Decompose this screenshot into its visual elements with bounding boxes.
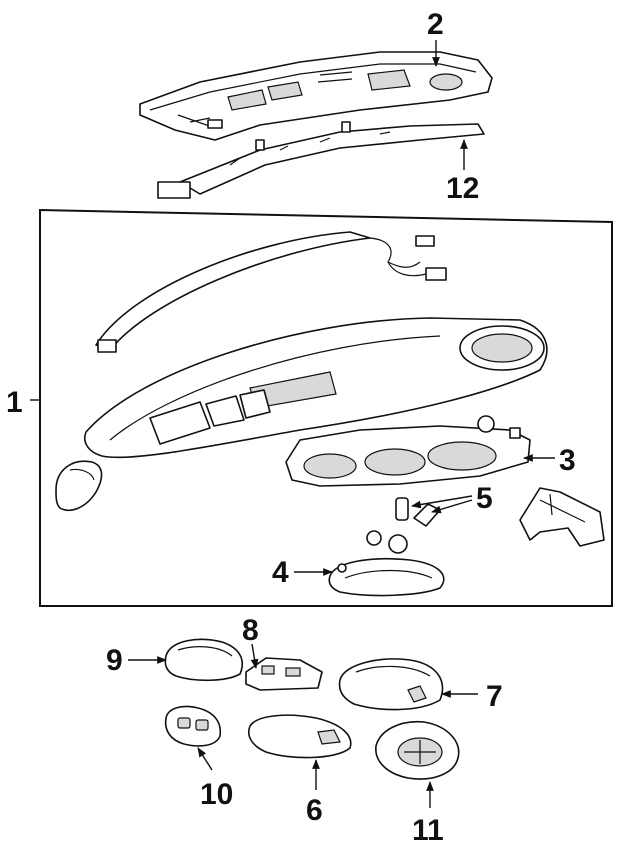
switch-strip-part-8: [245, 657, 323, 691]
callout-8: 8: [242, 614, 259, 647]
bulbs-part-5: [366, 497, 441, 554]
callout-10: 10: [200, 778, 233, 811]
wiring-harness-part-12: [157, 121, 485, 199]
lamp-lens-part-4: [328, 557, 445, 597]
switch-block-part-10: [164, 705, 222, 747]
leader-lines: [128, 40, 555, 808]
overhead-console-housing: [84, 317, 548, 459]
console-frame-part-3: [285, 415, 531, 487]
assembly-frame: [30, 208, 613, 607]
lens-part-6: [248, 714, 352, 759]
wire-loom: [95, 231, 447, 353]
callout-7: 7: [486, 680, 503, 713]
callout-9: 9: [106, 644, 123, 677]
callout-5: 5: [476, 482, 493, 515]
lamp-part-7: [338, 658, 444, 711]
callout-6: 6: [306, 794, 323, 827]
callout-1: 1: [6, 386, 23, 419]
mounting-bracket: [519, 487, 605, 547]
callout-3: 3: [559, 444, 576, 477]
reading-lamp-part-11: [375, 721, 460, 780]
callout-2: 2: [427, 8, 444, 41]
dome-lens-left: [55, 460, 103, 512]
callout-4: 4: [272, 556, 289, 589]
callout-12: 12: [446, 172, 479, 205]
callout-11: 11: [412, 814, 444, 846]
lamp-part-9: [164, 638, 244, 682]
headliner-panel-part-2: [139, 51, 493, 141]
